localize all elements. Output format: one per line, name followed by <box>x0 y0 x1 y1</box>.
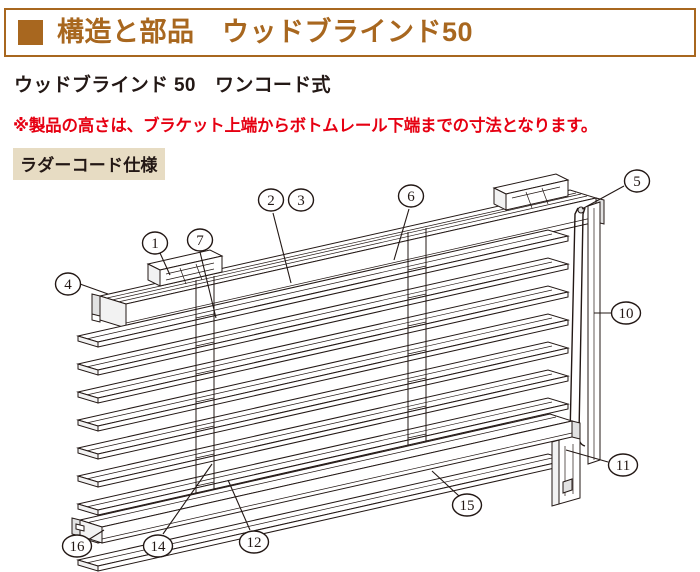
callout-label: 5 <box>633 174 641 190</box>
callout-3: 3 <box>287 188 315 212</box>
callout-label: 16 <box>70 539 86 555</box>
bracket-right <box>492 173 570 211</box>
callout-15: 15 <box>451 493 483 517</box>
callout-leader-lines <box>79 185 625 541</box>
callout-label: 2 <box>267 193 275 209</box>
callout-12: 12 <box>238 530 270 554</box>
bracket-left <box>146 249 224 287</box>
callout-16: 16 <box>61 534 93 558</box>
callout-4: 4 <box>54 272 82 296</box>
slat-stack <box>76 229 570 572</box>
callout-7: 7 <box>186 228 214 252</box>
callout-14: 14 <box>142 534 174 558</box>
callout-label: 14 <box>151 539 167 555</box>
callout-label: 10 <box>619 306 634 322</box>
ladder-cords <box>195 228 427 498</box>
product-subtitle: ウッドブラインド 50 ワンコード式 <box>14 75 331 96</box>
callout-label: 3 <box>297 193 305 209</box>
height-measurement-note: ※製品の高さは、ブラケット上端からボトムレール下端までの寸法となります。 <box>13 117 598 135</box>
lift-cord <box>569 206 586 449</box>
callout-label: 4 <box>64 277 72 293</box>
callout-5: 5 <box>623 169 651 193</box>
callout-label: 7 <box>196 233 204 249</box>
wood-blind-diagram: 1 2 3 4 5 6 7 10 11 12 14 15 <box>0 168 700 572</box>
bottom-rail <box>71 413 581 544</box>
callout-11: 11 <box>607 453 639 477</box>
right-post <box>587 201 601 465</box>
callout-label: 11 <box>616 458 630 474</box>
callout-label: 15 <box>460 498 475 514</box>
cord-stopper <box>551 433 581 507</box>
callout-label: 12 <box>247 535 262 551</box>
callout-1: 1 <box>141 231 169 255</box>
callout-label: 6 <box>407 189 415 205</box>
callout-6: 6 <box>397 184 425 208</box>
spec-tag-ladder-cord: ラダーコード仕様 <box>13 148 165 180</box>
square-marker-icon <box>18 20 43 45</box>
callout-2: 2 <box>257 188 285 212</box>
page-title: 構造と部品 ウッドブラインド50 <box>57 17 474 47</box>
callout-10: 10 <box>610 301 642 325</box>
page-title-box: 構造と部品 ウッドブラインド50 <box>4 8 696 57</box>
callout-label: 1 <box>151 236 159 252</box>
